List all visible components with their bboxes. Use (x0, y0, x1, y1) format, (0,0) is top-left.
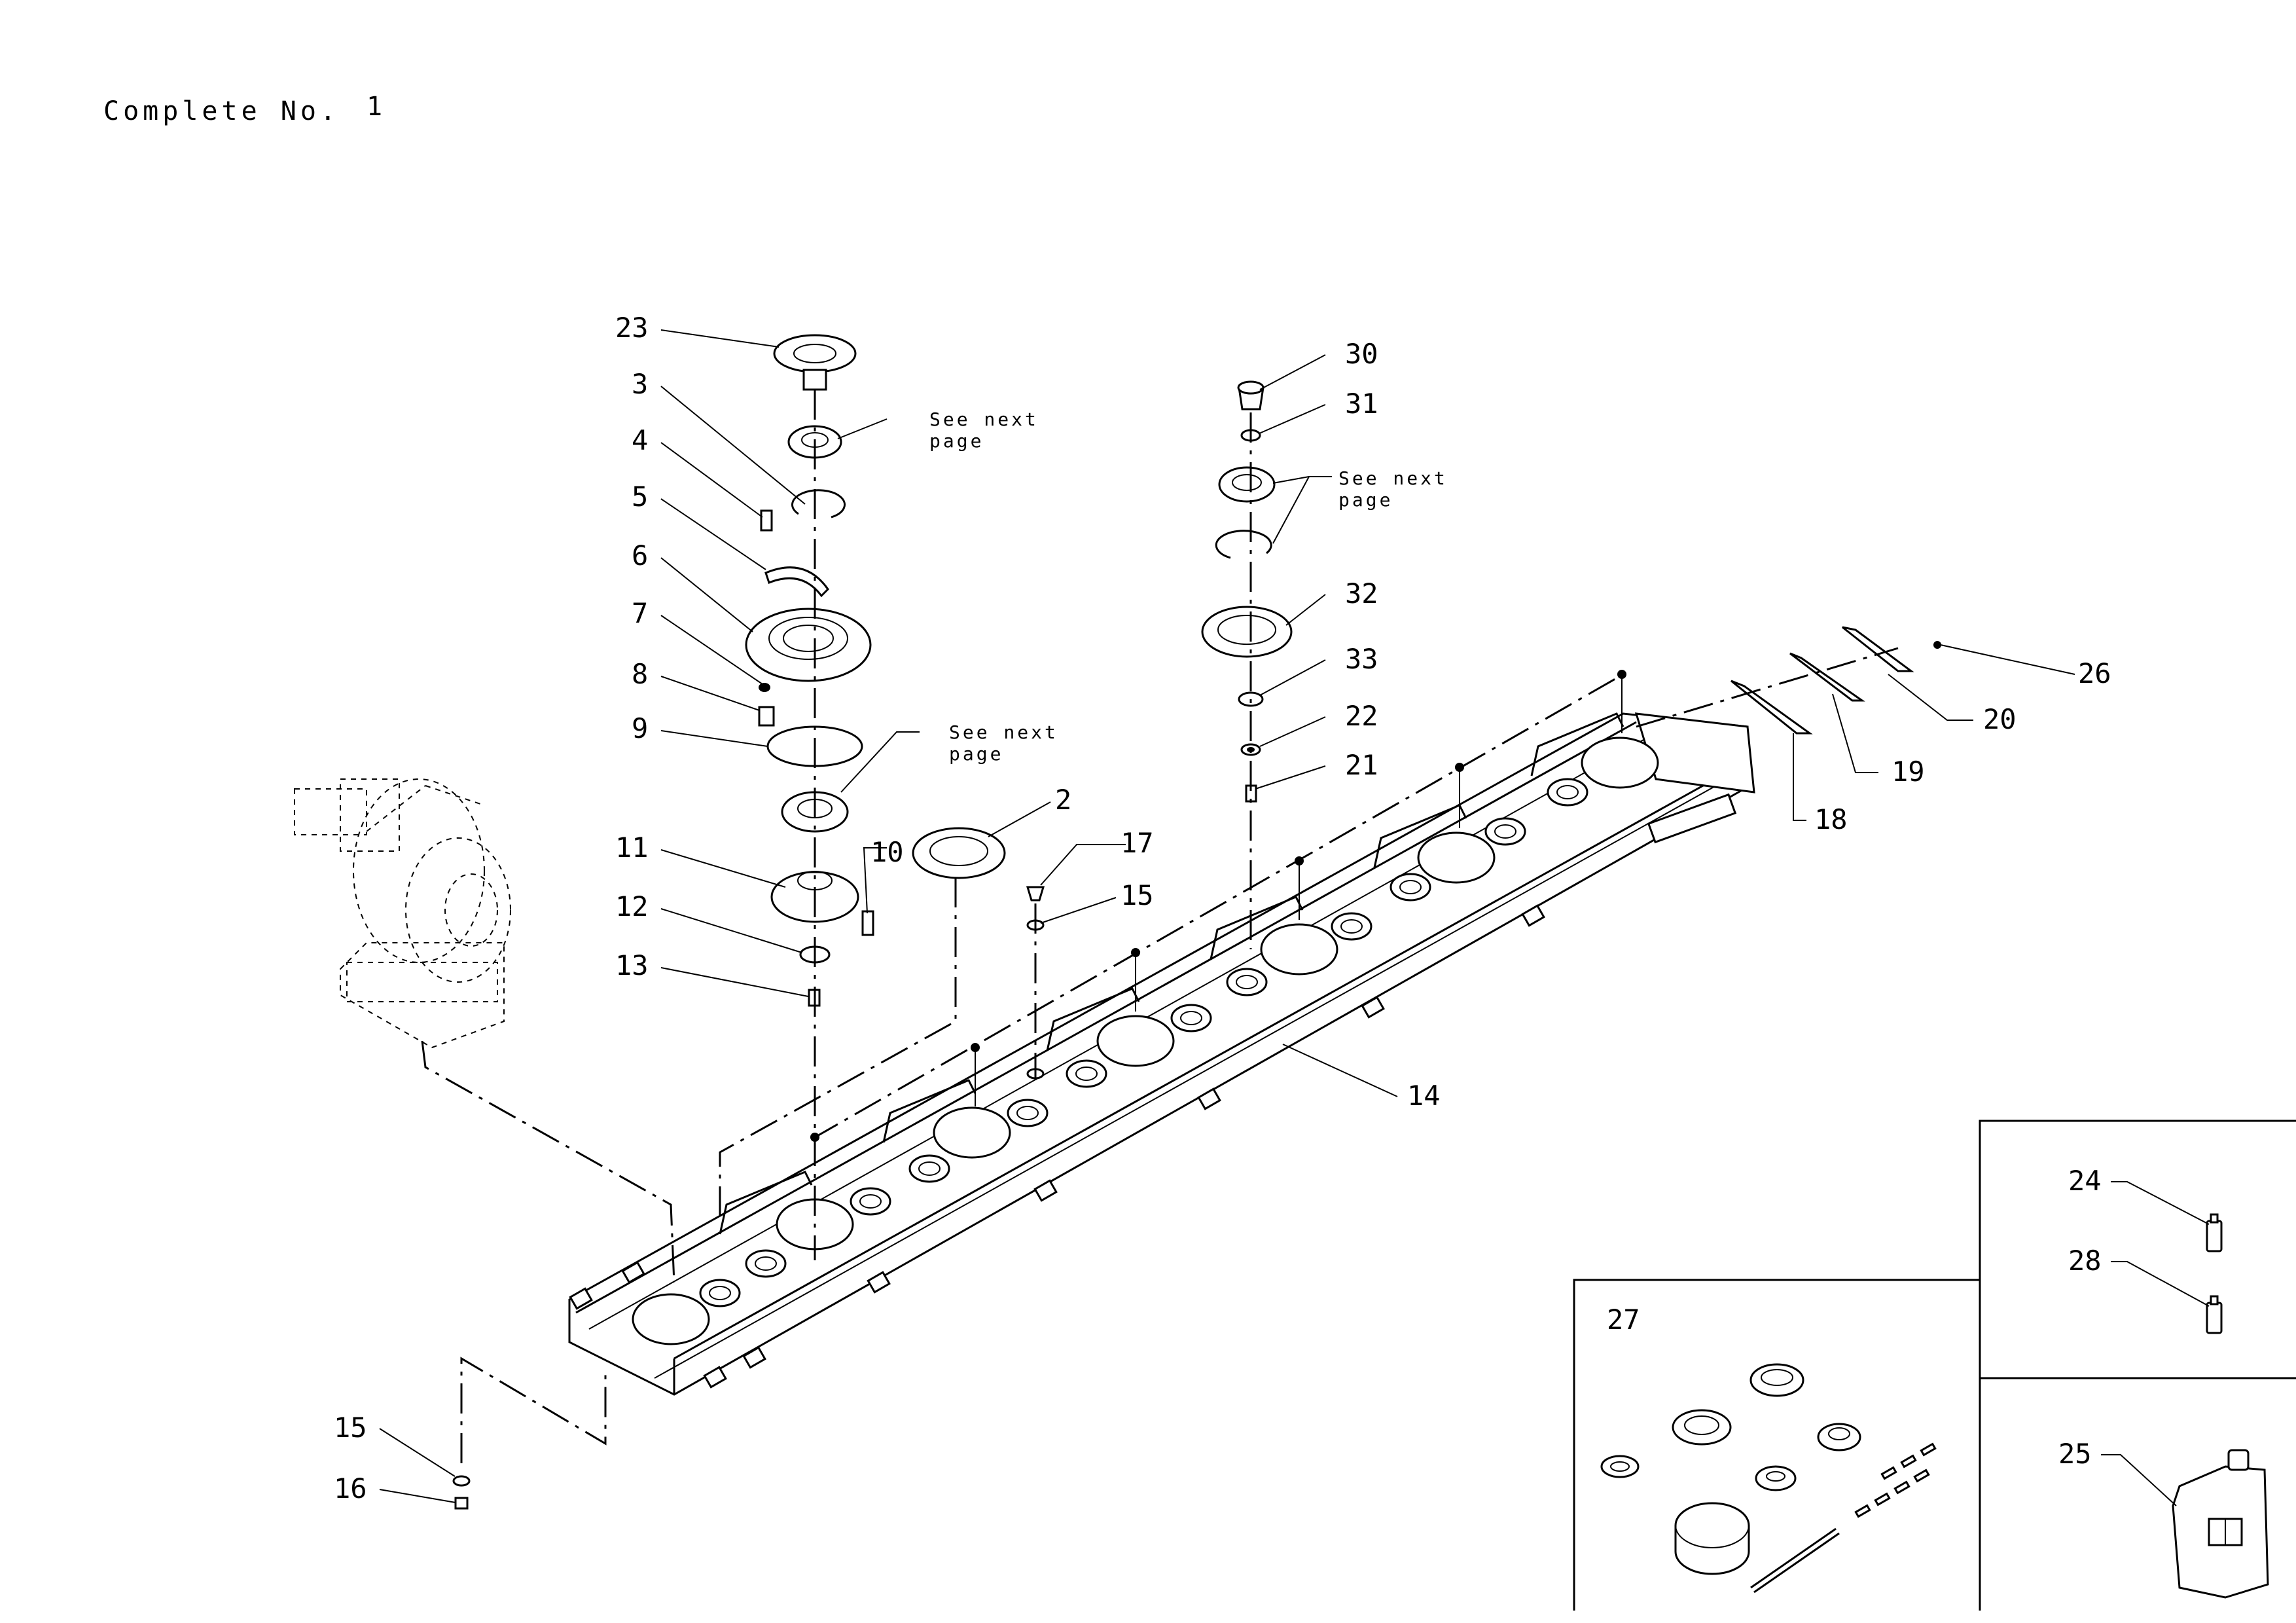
note-see-next-1a: See next (929, 409, 1039, 430)
callout-11: 11 (615, 831, 649, 864)
callout-2: 2 (1055, 784, 1071, 816)
callout-8: 8 (632, 658, 648, 690)
callout-33: 33 (1345, 643, 1378, 675)
callout-6: 6 (632, 539, 648, 572)
callout-19: 19 (1892, 756, 1925, 788)
callout-14: 14 (1407, 1080, 1441, 1112)
callout-9: 9 (632, 712, 648, 744)
callout-7: 7 (632, 597, 648, 629)
callout-22: 22 (1345, 700, 1378, 732)
callout-13: 13 (615, 949, 649, 981)
leader-lines (379, 329, 2075, 1503)
callout-16: 16 (334, 1472, 367, 1504)
callout-15-bottom: 15 (334, 1412, 367, 1444)
callout-3: 3 (632, 368, 648, 400)
left-stack (745, 334, 1045, 1080)
callout-25: 25 (2058, 1438, 2092, 1470)
callout-24: 24 (2068, 1165, 2102, 1197)
center-lines (421, 390, 1899, 1463)
callout-18: 18 (1814, 803, 1848, 835)
callout-28: 28 (2068, 1245, 2102, 1277)
box-25: 25 (1979, 1378, 2269, 1611)
header-label: Complete No. (103, 96, 340, 126)
cutter-bar (568, 712, 1755, 1396)
callout-4: 4 (632, 424, 648, 456)
callout-5: 5 (632, 481, 648, 513)
note-see-next-1b: page (929, 430, 984, 452)
callout-32: 32 (1345, 577, 1378, 610)
callout-31: 31 (1345, 388, 1378, 420)
callout-30: 30 (1345, 338, 1378, 370)
gearbox-drawing (294, 778, 511, 1049)
note-see-next-3b: page (949, 743, 1003, 765)
slide-parts (1731, 626, 1941, 735)
callout-20: 20 (1983, 703, 2017, 735)
callout-23: 23 (615, 312, 649, 344)
callout-12: 12 (615, 890, 649, 922)
callout-17: 17 (1121, 827, 1154, 859)
note-see-next-2b: page (1338, 489, 1393, 511)
callout-26: 26 (2078, 657, 2111, 689)
note-see-next-3a: See next (949, 721, 1058, 743)
callout-21: 21 (1345, 749, 1378, 781)
right-stack (1201, 380, 1293, 803)
note-see-next-2a: See next (1338, 467, 1448, 489)
callout-10: 10 (870, 836, 904, 868)
kit-box-27: 27 (1573, 1279, 1981, 1611)
header-number: 1 (367, 92, 386, 122)
callout-15: 15 (1121, 879, 1154, 911)
box-24-28: 24 28 (1979, 1120, 2296, 1379)
callout-27: 27 (1607, 1304, 1640, 1336)
